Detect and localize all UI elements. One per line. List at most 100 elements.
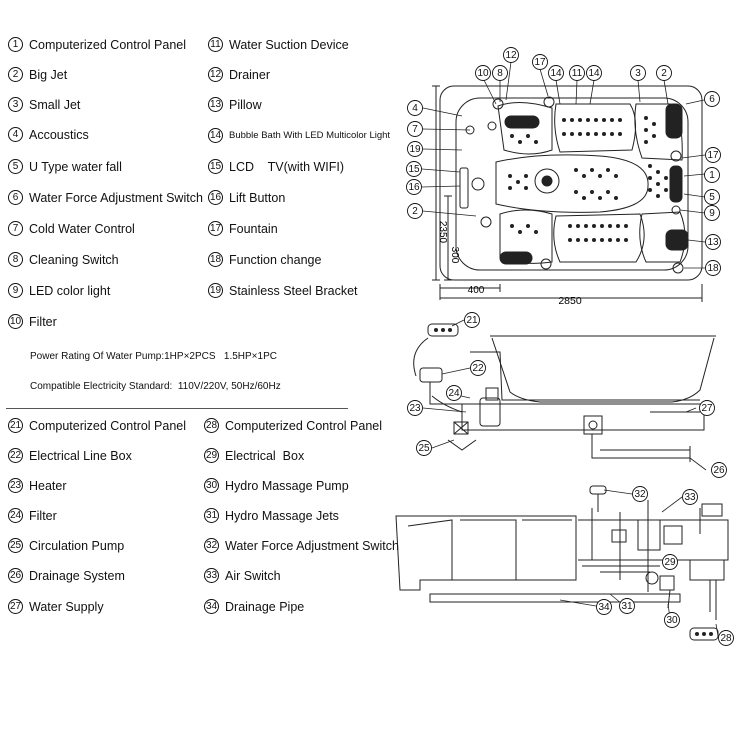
legend-number: 8 (8, 252, 23, 267)
legend-label: Hydro Massage Pump (225, 478, 349, 493)
legend-label: Lift Button (229, 190, 286, 205)
callout-number: 34 (598, 602, 610, 613)
callout-number: 21 (466, 315, 478, 326)
callout-number: 2 (412, 206, 418, 217)
legend-label: U Type water fall (29, 159, 122, 174)
legend-label: Computerized Control Panel (29, 418, 187, 433)
legend-item-14: 14 Bubble Bath With LED Multicolor Light (208, 128, 390, 143)
callout-number: 25 (418, 443, 430, 454)
legend-number: 16 (208, 190, 223, 205)
callout-33: 33 (682, 489, 698, 505)
callout-19: 19 (407, 141, 423, 157)
legend-number: 6 (8, 190, 23, 205)
callout-17: 17 (705, 147, 721, 163)
legend-label: Pillow (229, 97, 262, 112)
callout-number: 11 (572, 68, 583, 79)
legend-item-31: 31 Hydro Massage Jets (204, 508, 339, 523)
legend-label: Computerized Control Panel (225, 418, 383, 433)
legend-label: Filter (29, 314, 57, 329)
legend-label: Electrical Line Box (29, 448, 132, 463)
pump-power-value: 1HP×2PCS 1.5HP×1PC (164, 351, 277, 362)
electricity-value: 110V/220V, 50Hz/60Hz (177, 381, 281, 392)
legend-label: Heater (29, 478, 67, 493)
legend-number: 26 (8, 568, 23, 583)
callout-10: 10 (475, 65, 491, 81)
legend-number: 23 (8, 478, 23, 493)
dim-side-a: 300 (449, 247, 460, 264)
legend-number: 17 (208, 221, 223, 236)
callout-number: 14 (588, 68, 600, 79)
legend-item-28: 28 Computerized Control Panel (204, 418, 382, 433)
callout-4: 4 (407, 100, 423, 116)
legend-item-24: 24 Filter (8, 508, 57, 523)
legend-label: Water Supply (29, 599, 104, 614)
spa-side-view (413, 335, 716, 462)
legend-label: Fountain (229, 221, 278, 236)
legend-label: Stainless Steel Bracket (229, 283, 358, 298)
legend-number: 22 (8, 448, 23, 463)
callout-number: 9 (709, 208, 715, 219)
callout-9: 9 (704, 205, 720, 221)
legend-item-15: 15 LCD TV(with WIFI) (208, 159, 344, 174)
callout-number: 6 (709, 94, 715, 105)
callout-number: 31 (621, 601, 633, 612)
callout-number: 23 (409, 403, 421, 414)
legend-item-3: 3 Small Jet (8, 97, 80, 112)
legend-item-23: 23 Heater (8, 478, 67, 493)
pump-power-spec: Power Rating Of Water Pump:1HP×2PCS 1.5H… (30, 351, 277, 362)
legend-label: Drainer (229, 67, 270, 82)
callout-3: 3 (630, 65, 646, 81)
legend-label: Accoustics (29, 127, 89, 142)
top-view-leaders (421, 61, 706, 269)
callout-number: 22 (472, 363, 484, 374)
side-view-control-panel (427, 323, 459, 337)
legend-number: 32 (204, 538, 219, 553)
callout-number: 13 (707, 237, 719, 248)
callout-number: 1 (709, 170, 715, 181)
legend-number: 29 (204, 448, 219, 463)
callout-number: 15 (408, 164, 420, 175)
callout-14: 14 (586, 65, 602, 81)
callout-number: 33 (684, 492, 696, 503)
legend-item-33: 33 Air Switch (204, 568, 281, 583)
callout-number: 18 (707, 263, 719, 274)
callout-number: 30 (666, 615, 678, 626)
legend-item-30: 30 Hydro Massage Pump (204, 478, 349, 493)
callout-17: 17 (532, 54, 548, 70)
callout-number: 14 (550, 68, 562, 79)
callout-number: 19 (409, 144, 421, 155)
dim-side-b: 400 (468, 285, 485, 296)
callout-32: 32 (632, 486, 648, 502)
legend-number: 4 (8, 127, 23, 142)
callout-1: 1 (704, 167, 720, 183)
legend-label: Bubble Bath With LED Multicolor Light (229, 130, 391, 141)
dim-width: 2350 (437, 221, 448, 244)
callout-number: 28 (720, 633, 732, 644)
callout-26: 26 (711, 462, 727, 478)
legend-number: 34 (204, 599, 219, 614)
legend-item-16: 16 Lift Button (208, 190, 285, 205)
legend-item-26: 26 Drainage System (8, 568, 125, 583)
legend-label: Small Jet (29, 97, 81, 112)
legend-label: LED color light (29, 283, 111, 298)
callout-number: 27 (701, 403, 713, 414)
legend-label: Cold Water Control (29, 221, 135, 236)
callout-number: 32 (634, 489, 646, 500)
callout-14: 14 (548, 65, 564, 81)
legend-item-8: 8 Cleaning Switch (8, 252, 119, 267)
legend-number: 27 (8, 599, 23, 614)
legend-number: 14 (208, 128, 223, 143)
callout-5: 5 (704, 189, 720, 205)
legend-item-1: 1 Computerized Control Panel (8, 37, 186, 52)
legend-label: Cleaning Switch (29, 252, 119, 267)
callout-28: 28 (718, 630, 734, 646)
callout-23: 23 (407, 400, 423, 416)
legend-label: Water Suction Device (229, 37, 349, 52)
callout-number: 8 (497, 68, 503, 79)
legend-item-21: 21 Computerized Control Panel (8, 418, 186, 433)
legend-item-25: 25 Circulation Pump (8, 538, 124, 553)
callout-number: 17 (707, 150, 719, 161)
callout-11: 11 (569, 65, 585, 81)
legend-number: 13 (208, 97, 223, 112)
pump-power-label: Power Rating Of Water Pump: (30, 351, 165, 362)
